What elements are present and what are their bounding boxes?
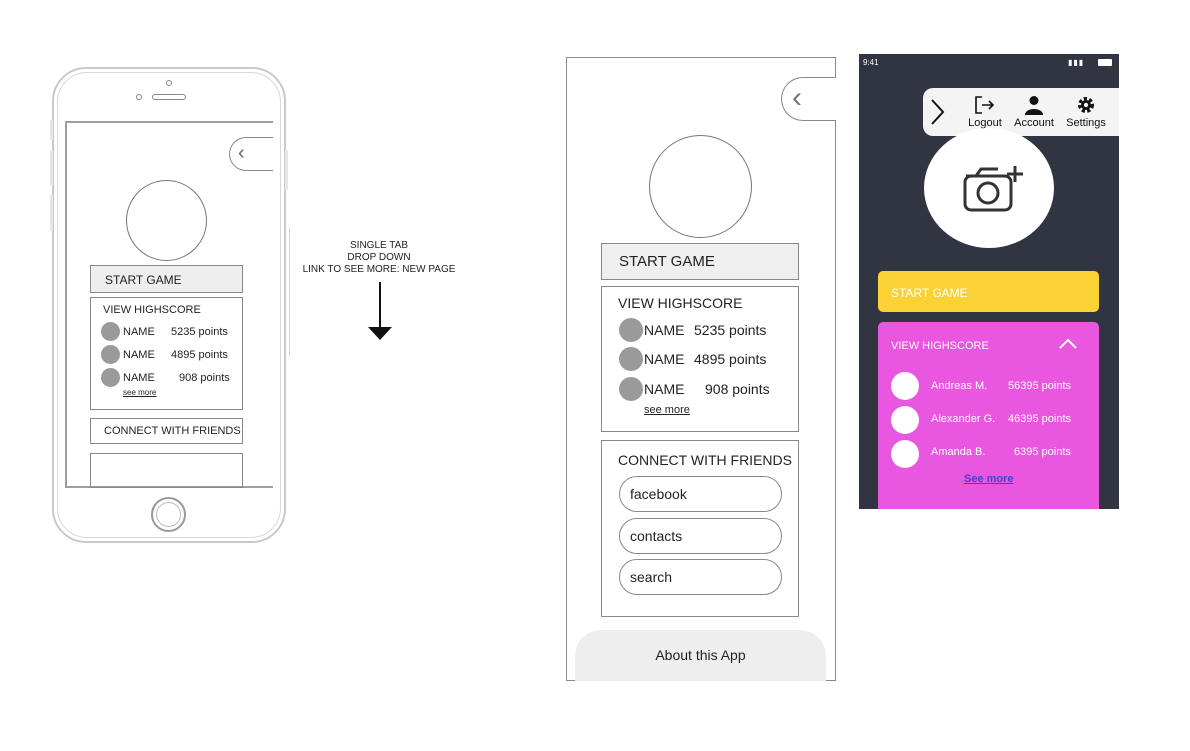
annotation-line: LINK TO SEE MORE: NEW PAGE (302, 264, 456, 275)
wireframe-see-more-link[interactable]: see more (644, 404, 690, 416)
gear-icon (1078, 97, 1094, 113)
side-button (50, 195, 53, 231)
sketch-avatar[interactable] (126, 180, 207, 261)
wireframe-avatar[interactable] (649, 135, 752, 238)
avatar (891, 406, 919, 434)
add-photo-icon (963, 166, 1023, 212)
avatar (891, 440, 919, 468)
wireframe-connect-panel: CONNECT WITH FRIENDS facebook contacts s… (601, 440, 799, 617)
score-points: 908 points (179, 372, 230, 384)
phone-sketch-frame (52, 67, 286, 543)
score-name: NAME (644, 351, 685, 367)
speaker-grille (152, 94, 186, 100)
score-points: 46395 points (1008, 413, 1071, 425)
score-name: NAME (123, 326, 155, 338)
contacts-button[interactable]: contacts (619, 518, 782, 554)
about-app-button[interactable]: About this App (575, 630, 826, 681)
chevron-right-icon[interactable] (927, 92, 949, 132)
sketch-start-game-button[interactable]: START GAME (90, 265, 243, 293)
mockup-crop-edge (859, 509, 1119, 529)
arrow-head-icon (368, 327, 392, 340)
account-button[interactable]: Account (1010, 95, 1058, 129)
home-button (151, 497, 186, 532)
score-name: NAME (123, 349, 155, 361)
profile-photo-button[interactable] (924, 128, 1054, 248)
search-button[interactable]: search (619, 559, 782, 595)
avatar (101, 345, 120, 364)
facebook-button[interactable]: facebook (619, 476, 782, 512)
avatar (101, 322, 120, 341)
divider (289, 228, 290, 356)
score-points: 6395 points (1014, 446, 1071, 458)
score-points: 908 points (705, 381, 770, 397)
settings-label: Settings (1066, 117, 1106, 129)
sketch-connect-button[interactable]: CONNECT WITH FRIENDS (90, 418, 243, 444)
settings-button[interactable]: Settings (1062, 95, 1110, 129)
avatar (619, 377, 643, 401)
wireframe-highscore-panel[interactable]: VIEW HIGHSCORE NAME 5235 points NAME 489… (601, 286, 799, 432)
avatar (619, 347, 643, 371)
score-points: 4895 points (171, 349, 228, 361)
battery-icon (1098, 59, 1112, 66)
logout-button[interactable]: Logout (962, 95, 1008, 129)
score-name: Alexander G. (931, 413, 996, 425)
mockup-highscore-title[interactable]: VIEW HIGHSCORE (891, 340, 989, 352)
wireframe-start-game-button[interactable]: START GAME (601, 243, 799, 280)
mockup-see-more-link[interactable]: See more (964, 473, 1014, 485)
account-icon (1025, 96, 1043, 115)
chevron-left-icon: ‹ (792, 81, 802, 114)
account-label: Account (1014, 117, 1054, 129)
mockup-toolbar (923, 88, 1119, 136)
signal-wifi-icon: ▮▮▮ (1068, 58, 1085, 67)
avatar (101, 368, 120, 387)
phone-sketch-inner-frame (57, 72, 281, 538)
sensor-icon (136, 94, 142, 100)
score-points: 5235 points (694, 322, 767, 338)
annotation-line: SINGLE TAB (350, 240, 408, 251)
wireframe-side-tab[interactable]: ‹ (781, 77, 836, 121)
avatar (891, 372, 919, 400)
arrow-down-icon (379, 282, 381, 330)
sketch-highscore-title: VIEW HIGHSCORE (103, 304, 201, 316)
wireframe-connect-title: CONNECT WITH FRIENDS (618, 452, 792, 468)
side-button (50, 150, 53, 186)
score-name: NAME (644, 322, 685, 338)
chevron-up-icon[interactable] (1057, 336, 1079, 350)
score-points: 5235 points (171, 326, 228, 338)
score-points: 4895 points (694, 351, 767, 367)
score-name: Andreas M. (931, 380, 988, 392)
avatar (619, 318, 643, 342)
sketch-empty-box (90, 453, 243, 488)
front-camera-icon (166, 80, 172, 86)
sketch-highscore-panel[interactable]: VIEW HIGHSCORE NAME 5235 points NAME 489… (90, 297, 243, 410)
score-name: Amanda B. (931, 446, 986, 458)
status-time: 9:41 (863, 58, 879, 67)
home-button-inner (156, 502, 181, 527)
side-button (285, 150, 288, 190)
chevron-left-icon: ‹ (238, 142, 245, 164)
logout-label: Logout (968, 117, 1002, 129)
wireframe-highscore-title: VIEW HIGHSCORE (618, 295, 743, 311)
score-name: NAME (644, 381, 685, 397)
score-name: NAME (123, 372, 155, 384)
sketch-side-tab[interactable]: ‹ (229, 137, 273, 171)
side-button (50, 120, 53, 140)
sketch-see-more-link[interactable]: see more (123, 388, 157, 397)
annotation-line: DROP DOWN (347, 252, 411, 263)
annotation-note: SINGLE TAB DROP DOWN LINK TO SEE MORE: N… (276, 240, 482, 276)
score-points: 56395 points (1008, 380, 1071, 392)
logout-icon (975, 96, 995, 114)
mockup-start-game-button[interactable]: START GAME (878, 271, 1099, 312)
